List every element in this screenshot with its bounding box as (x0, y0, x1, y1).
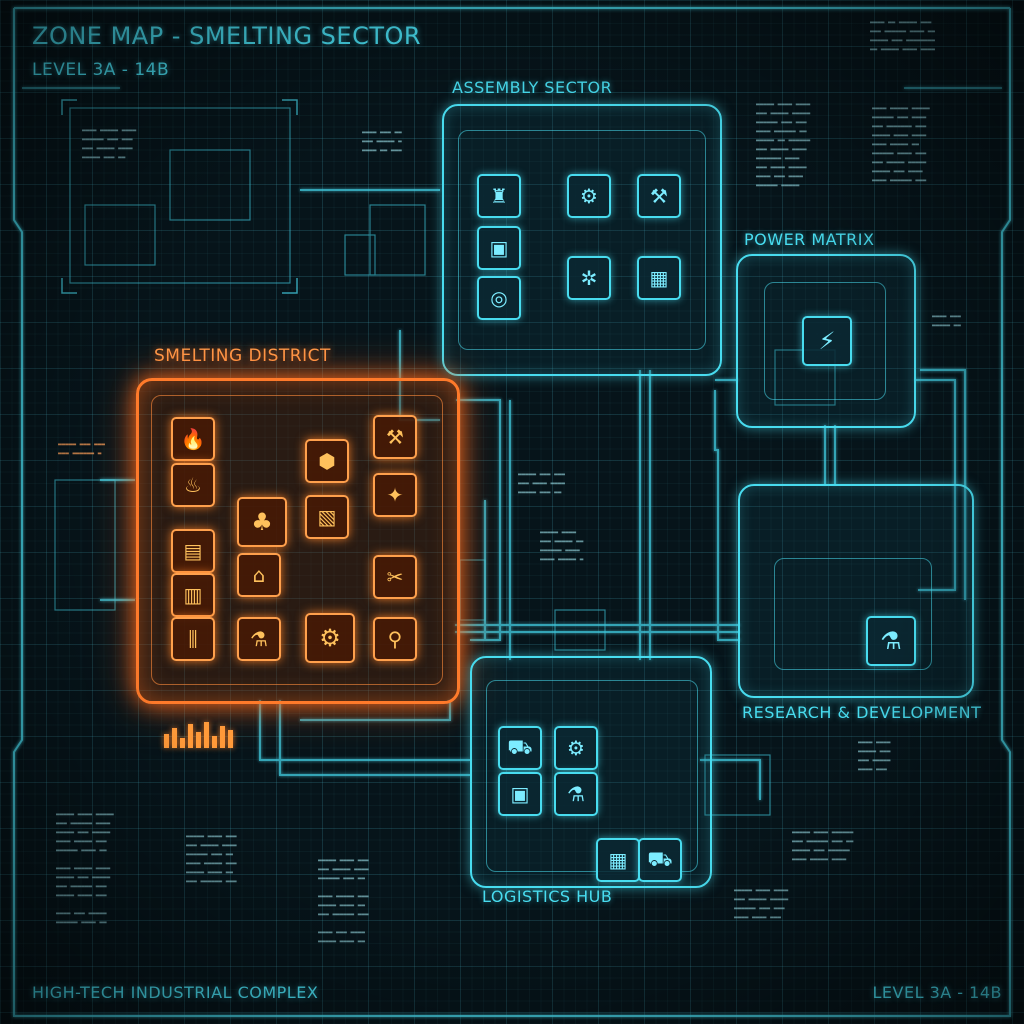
crate-icon[interactable]: ▦ (596, 838, 640, 882)
zone-research-development[interactable]: ⚗ (738, 484, 974, 698)
furnace-icon[interactable]: ▤ (171, 529, 215, 573)
robot-arm-icon[interactable]: ♜ (477, 174, 521, 218)
ladle-icon[interactable]: ⚲ (373, 617, 417, 661)
spec-text-schematic: ▬▬▬▬ ▬▬▬▬▬ ▬▬▬▬ ▬▬▬▬▬▬ ▬▬▬ ▬▬▬ ▬▬▬ ▬▬▬▬▬… (82, 127, 137, 161)
molten-pour-icon[interactable]: ♣ (237, 497, 287, 547)
footer-complex-name: HIGH-TECH INDUSTRIAL COMPLEX (32, 983, 319, 1002)
zone-assembly-sector[interactable]: ♜ ⚙ ⚒ ▣ ✲ ▦ ◎ (442, 104, 722, 376)
lightning-icon[interactable]: ⚡ (802, 316, 852, 366)
spec-text-smelting-left: ▬▬▬▬▬ ▬▬▬ ▬▬▬ ▬▬▬ ▬▬▬▬▬▬ ▬ (58, 441, 105, 457)
spec-text-bottom-left: ▬▬▬▬▬ ▬▬▬▬ ▬▬▬▬▬ ▬▬▬ ▬▬▬▬▬▬ ▬▬▬▬ ▬▬▬▬▬ ▬… (56, 811, 114, 926)
spec-text-bottom-mid-1: ▬▬▬▬▬ ▬▬▬▬ ▬▬▬ ▬▬▬ ▬▬▬▬▬ ▬▬▬▬ ▬▬▬▬▬▬ ▬▬▬… (186, 833, 237, 885)
spec-text-top-right: ▬▬▬▬ ▬▬ ▬▬▬▬▬ ▬▬▬ ▬▬▬ ▬▬▬▬▬▬ ▬▬▬▬ ▬▬ ▬▬▬… (870, 19, 936, 53)
spec-text-assembly: ▬▬▬▬▬ ▬▬▬▬ ▬▬▬▬ ▬▬▬ ▬▬▬▬▬ ▬▬▬▬▬ ▬▬▬▬▬▬ ▬… (756, 101, 811, 189)
page-title: ZONE MAP - SMELTING SECTOR (32, 22, 422, 50)
zone-power-matrix[interactable]: ⚡ (736, 254, 916, 428)
spec-text-center-2: ▬▬▬▬▬ ▬▬▬▬ ▬▬▬ ▬▬▬▬▬ ▬▬ ▬▬▬▬▬▬ ▬▬▬▬ ▬▬▬▬… (540, 529, 584, 563)
machine-icon[interactable]: ▣ (477, 226, 521, 270)
zone-label-smelting: SMELTING DISTRICT (154, 346, 331, 366)
forge-icon[interactable]: ▥ (171, 573, 215, 617)
anvil-icon[interactable]: ⚒ (373, 415, 417, 459)
container-icon[interactable]: ▣ (498, 772, 542, 816)
fire-icon[interactable]: 🔥 (171, 417, 215, 461)
zone-label-research: RESEARCH & DEVELOPMENT (742, 703, 982, 722)
forklift-icon[interactable]: ⚙ (554, 726, 598, 770)
drill-tool-icon[interactable]: ⚒ (637, 174, 681, 218)
spec-text-assembly-left: ▬▬▬▬ ▬▬▬ ▬▬ ▬▬▬ ▬▬▬▬▬ ▬ ▬▬▬▬ ▬▬ ▬▬▬ (362, 129, 402, 152)
press-icon[interactable]: ⚙ (305, 613, 355, 663)
pipes-icon[interactable]: ⫼ (171, 617, 215, 661)
flask-icon[interactable]: ⚗ (554, 772, 598, 816)
circuit-board-icon[interactable]: ▦ (637, 256, 681, 300)
welder-icon[interactable]: ✦ (373, 473, 417, 517)
spec-text-research: ▬▬▬▬ ▬▬▬▬ ▬▬▬▬▬ ▬▬▬ ▬▬▬ ▬▬▬▬▬ ▬▬▬▬ ▬▬▬ (858, 739, 891, 772)
spec-text-logistics-right: ▬▬▬▬▬ ▬▬▬▬ ▬▬▬▬ ▬▬▬ ▬▬▬▬▬ ▬▬▬▬▬ ▬▬▬▬▬▬ ▬… (734, 887, 789, 921)
gear-chip-icon[interactable]: ⚙ (567, 174, 611, 218)
spec-text-center-1: ▬▬▬▬▬ ▬▬▬ ▬▬▬ ▬▬▬ ▬▬▬▬ ▬▬▬▬ ▬▬▬▬▬ ▬▬▬ ▬▬ (518, 471, 565, 496)
crucible-icon[interactable]: ♨ (171, 463, 215, 507)
spec-text-right-lower: ▬▬▬▬▬ ▬▬▬▬ ▬▬▬▬▬▬ ▬▬▬ ▬▬▬▬▬▬ ▬▬▬ ▬▬ ▬▬▬▬… (792, 829, 854, 863)
smelting-output-bars (164, 720, 236, 748)
cargo-icon[interactable]: ⛟ (638, 838, 682, 882)
flask-gauge-icon[interactable]: ⚗ (866, 616, 916, 666)
spec-text-bottom-mid-2: ▬▬▬▬▬ ▬▬▬▬ ▬▬▬ ▬▬▬ ▬▬▬▬▬ ▬▬▬▬ ▬▬▬▬▬▬ ▬▬▬… (318, 857, 369, 945)
cogs-icon[interactable]: ✲ (567, 256, 611, 300)
zone-smelting-district[interactable]: 🔥 ♨ ▤ ▥ ⫼ ♣ ⌂ ⚗ ⬢ ▧ ⚙ ⚒ ✦ ✂ ⚲ (136, 378, 460, 704)
zone-label-assembly: ASSEMBLY SECTOR (452, 78, 613, 97)
footer-level: LEVEL 3A - 14B (872, 983, 1002, 1002)
truck-icon[interactable]: ⛟ (498, 726, 542, 770)
zone-label-power: POWER MATRIX (744, 230, 875, 249)
spec-text-right: ▬▬▬▬ ▬▬▬▬▬ ▬▬▬▬▬ ▬▬▬▬▬▬ ▬▬▬ ▬▬▬▬ ▬▬▬ ▬▬▬… (872, 105, 930, 184)
zone-label-logistics: LOGISTICS HUB (482, 887, 613, 906)
spec-text-power: ▬▬▬▬ ▬▬▬ ▬▬▬▬▬ ▬▬ (932, 313, 961, 329)
reactor-icon[interactable]: ⚗ (237, 617, 281, 661)
ring-gear-icon[interactable]: ◎ (477, 276, 521, 320)
kiln-icon[interactable]: ⌂ (237, 553, 281, 597)
zone-logistics-hub[interactable]: ⛟ ⚙ ▣ ⚗ ▦ ⛟ (470, 656, 712, 888)
level-indicator: LEVEL 3A - 14B (32, 60, 170, 80)
grinder-icon[interactable]: ✂ (373, 555, 417, 599)
factory-icon[interactable]: ▧ (305, 495, 349, 539)
ingot-mold-icon[interactable]: ⬢ (305, 439, 349, 483)
